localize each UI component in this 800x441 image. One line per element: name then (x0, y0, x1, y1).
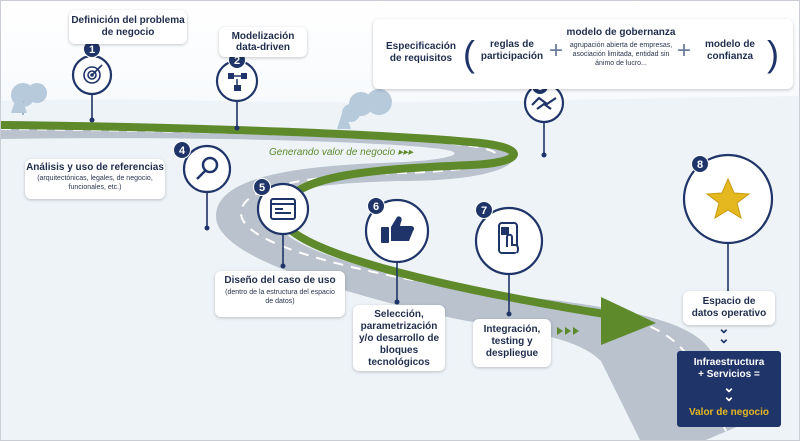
requirement-trust: modelo de confianza (704, 39, 755, 62)
phone-touch-icon (498, 222, 520, 254)
plus-sign-2: + (677, 37, 692, 64)
business-value-box: Infraestructura + Servicios = ⌄⌄ Valor d… (677, 351, 781, 427)
requirement-governance-detail: agrupación abierta de empresas, asociaci… (569, 42, 673, 67)
flowchart-icon (228, 73, 247, 91)
step-number-8: 8 (691, 155, 709, 173)
step-number-7: 7 (475, 201, 493, 219)
step-1-title: Definición del problema de negocio (71, 15, 185, 38)
step-8-box: Espacio de datos operativo (683, 291, 775, 325)
handshake-icon (531, 96, 557, 110)
step-6-title: Selección, parametrización y/o desarroll… (358, 309, 440, 368)
step-7-box: Integración, testing y despliegue (473, 319, 551, 367)
step-2-title: Modelización data-driven (231, 31, 295, 53)
close-paren: ) (767, 33, 779, 74)
step-7-title: Integración, testing y despliegue (483, 324, 541, 359)
step-2-box: Modelización data-driven (219, 27, 307, 57)
requirement-participation: reglas de participación (480, 39, 544, 62)
plus-sign-1: + (549, 37, 564, 64)
down-chevrons-icon-2: ⌄⌄ (723, 379, 735, 404)
step-4-subtitle: (arquitectónicas, legales, de negocio, f… (37, 175, 153, 191)
step-number-5: 5 (253, 178, 271, 196)
step-5-title: Diseño del caso de uso (224, 275, 336, 286)
requirement-governance: modelo de gobernanza (566, 27, 676, 38)
open-paren: ( (463, 33, 475, 74)
business-value-label: Valor de negocio (688, 407, 770, 418)
target-icon (83, 64, 103, 84)
step-4-box: Análisis y uso de referencias (arquitect… (25, 159, 165, 199)
step-number-4: 4 (173, 141, 191, 159)
step-5-subtitle: (dentro de la estructura del espacio de … (225, 289, 335, 305)
trees-decoration (11, 83, 392, 129)
magnifier-icon (196, 156, 219, 180)
thumbs-up-icon (381, 216, 415, 243)
infrastructure-label: Infraestructura (693, 357, 765, 368)
step-5-box: Diseño del caso de uso (dentro de la est… (215, 271, 345, 317)
browser-window-icon (270, 198, 296, 220)
step-6-box: Selección, parametrización y/o desarroll… (353, 305, 445, 371)
step-4-title: Análisis y uso de referencias (26, 162, 164, 173)
requirements-label: Especificación de requisitos (385, 41, 457, 64)
requirements-box: Especificación de requisitos ( reglas de… (373, 19, 793, 89)
road-label: Generando valor de negocio ▸▸▸ (269, 147, 414, 158)
star-icon (705, 177, 751, 220)
services-label: + Servicios = (698, 369, 760, 380)
down-chevrons-icon: ⌄⌄ (718, 320, 730, 346)
step-8-title: Espacio de datos operativo (691, 296, 767, 319)
step-number-6: 6 (367, 197, 385, 215)
step-1-box: Definición del problema de negocio (69, 10, 187, 44)
